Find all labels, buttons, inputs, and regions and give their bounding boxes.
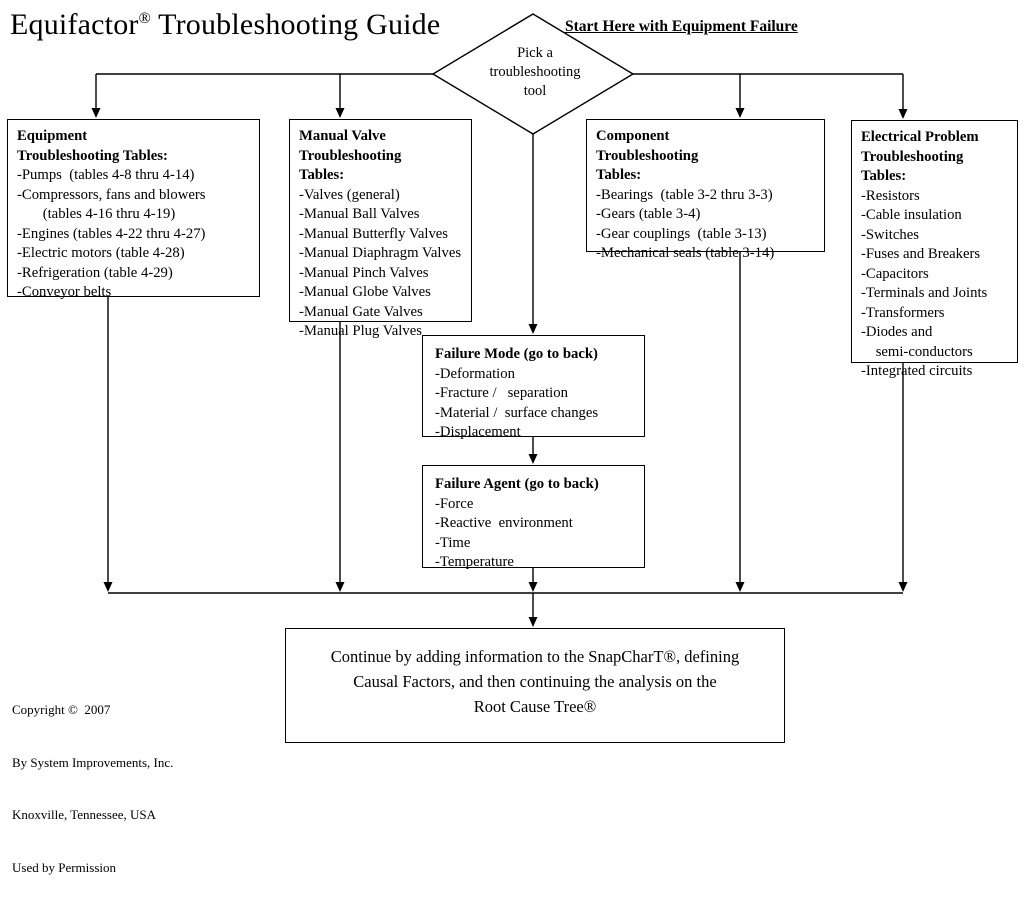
component-header-line-1: Component [596,128,670,144]
equipment-item: -Conveyor belts [17,284,112,300]
failure-agent-header: Failure Agent (go to back) [435,476,599,492]
electrical-item: -Cable insulation [861,207,962,223]
manual-valve-header-line-1: Manual Valve [299,128,386,144]
component-item: -Bearings (table 3-2 thru 3-3) [596,186,773,203]
copyright-line-4: Used by Permission [12,859,116,875]
equipment-header-line-1: Equipment [17,128,88,144]
copyright-line-2: By System Improvements, Inc. [12,754,174,770]
equipment-header-line-2: Troubleshooting Tables: [17,147,168,164]
manual-valve-troubleshooting-box: Manual Valve Troubleshooting Tables: -Va… [289,119,472,339]
manual-valve-item: -Manual Diaphragm Valves [299,245,462,261]
manual-valve-item: -Manual Gate Valves [299,303,423,320]
registered-mark-icon: ® [138,10,151,27]
electrical-item: semi-conductors [861,343,973,360]
electrical-item: -Integrated circuits [861,363,973,379]
component-item: -Gears (table 3-4) [596,206,701,222]
failure-mode-box: Failure Mode (go to back) -Deformation -… [422,335,645,440]
manual-valve-item: -Manual Pinch Valves [299,264,429,281]
page-title-rest: Troubleshooting Guide [150,8,441,41]
manual-valve-item: -Manual Plug Valves [299,323,422,339]
decision-diamond-label: Pick a troubleshooting tool [465,44,605,101]
connector-lines [91,13,908,627]
failure-agent-item: -Temperature [435,554,514,570]
equipment-item: (tables 4-16 thru 4-19) [17,206,176,222]
manual-valve-item: -Manual Ball Valves [299,206,420,222]
equipment-item: -Engines (tables 4-22 thru 4-27) [17,225,206,242]
failure-agent-item: -Time [435,534,471,551]
component-item: -Mechanical seals (table 3-14) [596,245,775,261]
start-here-label: Start Here with Equipment Failure [565,18,798,35]
conclusion-box: Continue by adding information to the Sn… [285,628,785,743]
manual-valve-item: -Manual Globe Valves [299,284,431,300]
manual-valve-item: -Valves (general) [299,186,400,203]
electrical-problem-troubleshooting-box: Electrical Problem Troubleshooting Table… [851,120,1018,379]
electrical-header-line-1: Electrical Problem [861,129,979,145]
electrical-item: -Switches [861,226,919,243]
equipment-item: -Pumps (tables 4-8 thru 4-14) [17,167,195,183]
electrical-header-line-3: Tables: [861,168,907,184]
flowchart-canvas: Equifactor® Troubleshooting Guide Start … [7,8,1018,875]
copyright-line-3: Knoxville, Tennessee, USA [12,807,156,822]
failure-mode-item: -Fracture / separation [435,385,568,401]
conclusion-line-3: Root Cause Tree® [473,697,597,716]
manual-valve-item: -Manual Butterfly Valves [299,225,449,242]
decision-line-1: Pick a [517,45,553,61]
decision-line-3: tool [523,83,547,99]
failure-agent-item: -Reactive environment [435,515,573,531]
failure-mode-item: -Deformation [435,365,515,382]
electrical-item: -Terminals and Joints [861,285,988,301]
conclusion-line-2: Causal Factors, and then continuing the … [353,672,717,691]
electrical-item: -Capacitors [861,265,929,282]
copyright-notice: Copyright © 2007 By System Improvements,… [12,666,173,911]
component-item: -Gear couplings (table 3-13) [596,225,767,242]
decision-line-2: troubleshooting [489,64,581,80]
equipment-troubleshooting-box: Equipment Troubleshooting Tables: -Pumps… [7,119,260,300]
electrical-item: -Fuses and Breakers [861,246,981,262]
equipment-item: -Electric motors (table 4-28) [17,245,185,261]
equipment-item: -Refrigeration (table 4-29) [17,264,173,281]
conclusion-line-1: Continue by adding information to the Sn… [330,647,740,666]
failure-agent-item: -Force [435,495,474,512]
failure-mode-item: -Displacement [435,424,521,440]
copyright-line-1: Copyright © 2007 [12,702,111,717]
component-header-line-3: Tables: [596,167,642,183]
failure-agent-box: Failure Agent (go to back) -Force -React… [422,465,645,570]
component-header-line-2: Troubleshooting [596,147,699,164]
page-title: Equifactor® Troubleshooting Guide [10,8,440,42]
electrical-item: -Diodes and [861,324,933,340]
electrical-item: -Transformers [861,304,945,321]
component-troubleshooting-box: Component Troubleshooting Tables: -Beari… [586,119,825,261]
failure-mode-item: -Material / surface changes [435,404,599,421]
manual-valve-header-line-3: Tables: [299,167,345,183]
electrical-header-line-2: Troubleshooting [861,148,964,165]
page-title-main: Equifactor [10,8,139,41]
equipment-item: -Compressors, fans and blowers [17,186,206,203]
electrical-item: -Resistors [861,187,920,204]
failure-mode-header: Failure Mode (go to back) [435,346,598,362]
manual-valve-header-line-2: Troubleshooting [299,147,402,164]
